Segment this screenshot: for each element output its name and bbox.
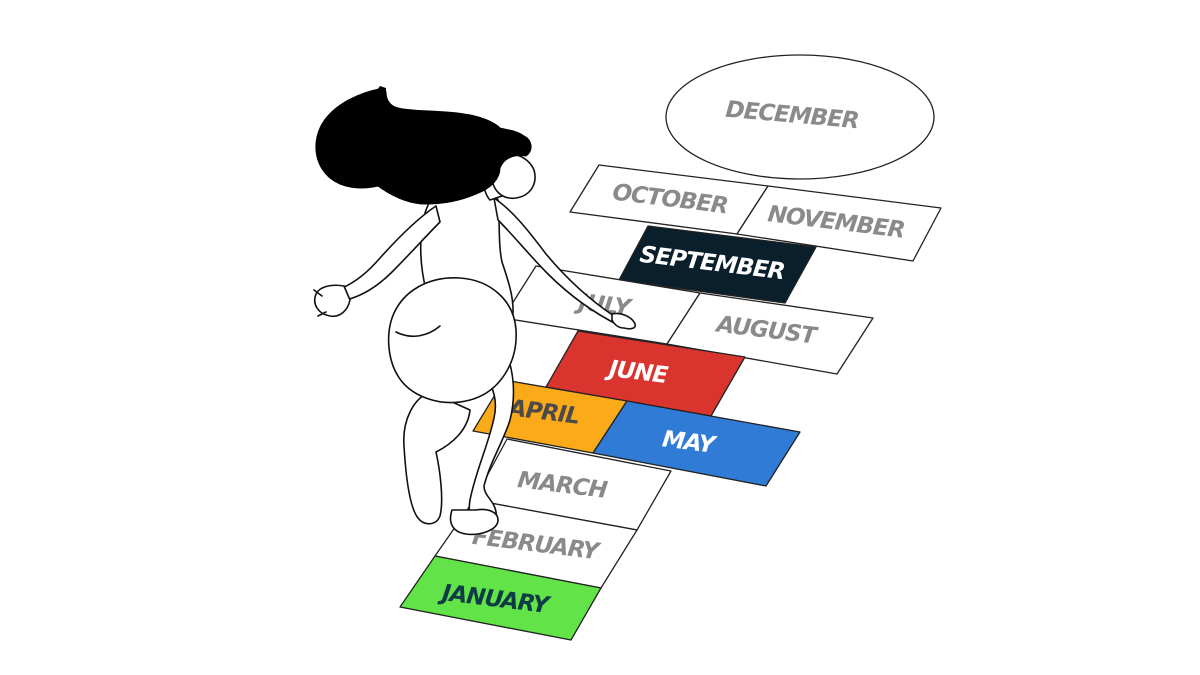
girl-foot [449,508,499,536]
tile-january: JANUARY [399,555,602,641]
tile-march: MARCH [473,438,672,531]
tile-september: SEPTEMBER [618,225,817,304]
girl-hips [387,277,517,404]
girl-back-leg [403,391,471,525]
girl-hair-tuft [372,86,386,112]
tile-june: JUNE [545,330,746,417]
tile-october: OCTOBER [569,164,769,235]
tile-july: JULY [502,265,701,345]
girl-left-hand [314,284,351,318]
girl-figure [313,86,637,536]
girl-hair [315,87,532,205]
tile-may: MAY [592,400,801,487]
tile-december: DECEMBER [665,54,935,180]
tile-november: NOVEMBER [736,185,942,262]
tile-august: AUGUST [666,292,874,375]
girl-right-hand [611,312,637,330]
